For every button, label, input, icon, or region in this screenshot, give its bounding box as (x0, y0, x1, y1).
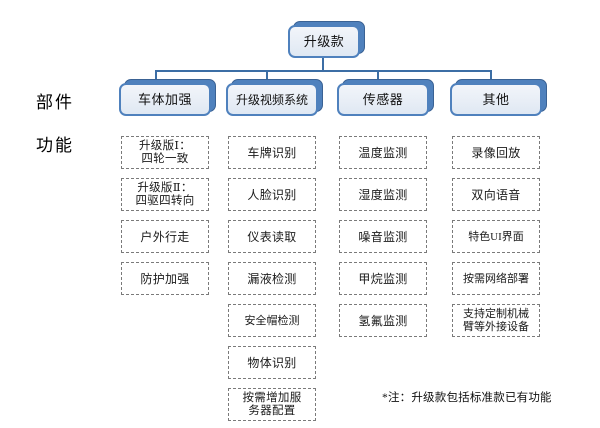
leaf-item-label: 甲烷监测 (358, 271, 408, 286)
footnote-text: *注：升级款包括标准款已有功能 (382, 392, 552, 404)
leaf-item[interactable]: 按需网络部署 (452, 262, 540, 295)
leaf-item-label: 支持定制机械 臂等外接设备 (463, 307, 529, 333)
leaf-item[interactable]: 人脸识别 (228, 178, 316, 211)
leaf-item-label: 特色UI界面 (468, 230, 524, 243)
leaf-item-label: 按需增加服 务器配置 (242, 391, 302, 417)
leaf-item-label: 物体识别 (247, 355, 297, 370)
leaf-item[interactable]: 漏液检测 (228, 262, 316, 295)
leaf-item[interactable]: 录像回放 (452, 136, 540, 169)
root-node-face: 升级款 (288, 25, 360, 58)
category-node-video-system[interactable]: 升级视频系统 (226, 79, 323, 116)
category-node-sensors[interactable]: 传感器 (337, 79, 434, 116)
leaf-item-label: 防护加强 (140, 271, 190, 286)
category-node-label: 传感器 (362, 92, 404, 107)
leaf-item-label: 安全帽检测 (244, 314, 300, 327)
category-node-body-reinforcement[interactable]: 车体加强 (119, 79, 216, 116)
root-node-upgrade-model[interactable]: 升级款 (288, 21, 365, 58)
row-label-functions: 功能 (36, 136, 74, 155)
leaf-item-label: 升级版Ⅰ： 四轮一致 (138, 139, 192, 165)
leaf-item[interactable]: 双向语音 (452, 178, 540, 211)
leaf-item[interactable]: 物体识别 (228, 346, 316, 379)
leaf-item-label: 仪表读取 (247, 229, 297, 244)
leaf-item-label: 车牌识别 (247, 145, 297, 160)
category-node-label: 其他 (482, 92, 510, 107)
leaf-item[interactable]: 按需增加服 务器配置 (228, 388, 316, 421)
leaf-item[interactable]: 安全帽检测 (228, 304, 316, 337)
connector-drop-2 (266, 70, 268, 84)
category-node-face: 车体加强 (119, 83, 211, 116)
leaf-item[interactable]: 仪表读取 (228, 220, 316, 253)
leaf-item[interactable]: 湿度监测 (339, 178, 427, 211)
category-node-label: 车体加强 (137, 92, 192, 107)
row-label-parts: 部件 (36, 93, 74, 112)
leaf-item-label: 氢氟监测 (358, 313, 408, 328)
connector-root-stem (322, 58, 324, 71)
category-node-others[interactable]: 其他 (450, 79, 547, 116)
leaf-item-label: 温度监测 (358, 145, 408, 160)
leaf-item-label: 升级版Ⅱ： 四驱四转向 (135, 181, 195, 207)
connector-drop-3 (377, 70, 379, 84)
category-node-face: 其他 (450, 83, 542, 116)
connector-drop-1 (155, 70, 157, 84)
root-node-label: 升级款 (303, 34, 345, 49)
leaf-item[interactable]: 氢氟监测 (339, 304, 427, 337)
leaf-item-label: 录像回放 (471, 145, 521, 160)
leaf-item[interactable]: 温度监测 (339, 136, 427, 169)
category-node-face: 升级视频系统 (226, 83, 318, 116)
connector-horizontal-bus (155, 70, 492, 72)
category-node-label: 升级视频系统 (235, 92, 308, 107)
leaf-item-label: 双向语音 (471, 187, 521, 202)
leaf-item[interactable]: 车牌识别 (228, 136, 316, 169)
leaf-item-label: 噪音监测 (358, 229, 408, 244)
leaf-item-label: 湿度监测 (358, 187, 408, 202)
leaf-item-label: 漏液检测 (247, 271, 297, 286)
category-node-face: 传感器 (337, 83, 429, 116)
leaf-item[interactable]: 升级版Ⅱ： 四驱四转向 (121, 178, 209, 211)
leaf-item[interactable]: 防护加强 (121, 262, 209, 295)
leaf-item[interactable]: 支持定制机械 臂等外接设备 (452, 304, 540, 337)
leaf-item[interactable]: 升级版Ⅰ： 四轮一致 (121, 136, 209, 169)
leaf-item-label: 按需网络部署 (463, 272, 529, 285)
leaf-item-label: 户外行走 (140, 229, 190, 244)
leaf-item[interactable]: 甲烷监测 (339, 262, 427, 295)
leaf-item[interactable]: 户外行走 (121, 220, 209, 253)
connector-drop-4 (490, 70, 492, 84)
leaf-item-label: 人脸识别 (247, 187, 297, 202)
leaf-item[interactable]: 特色UI界面 (452, 220, 540, 253)
leaf-item[interactable]: 噪音监测 (339, 220, 427, 253)
